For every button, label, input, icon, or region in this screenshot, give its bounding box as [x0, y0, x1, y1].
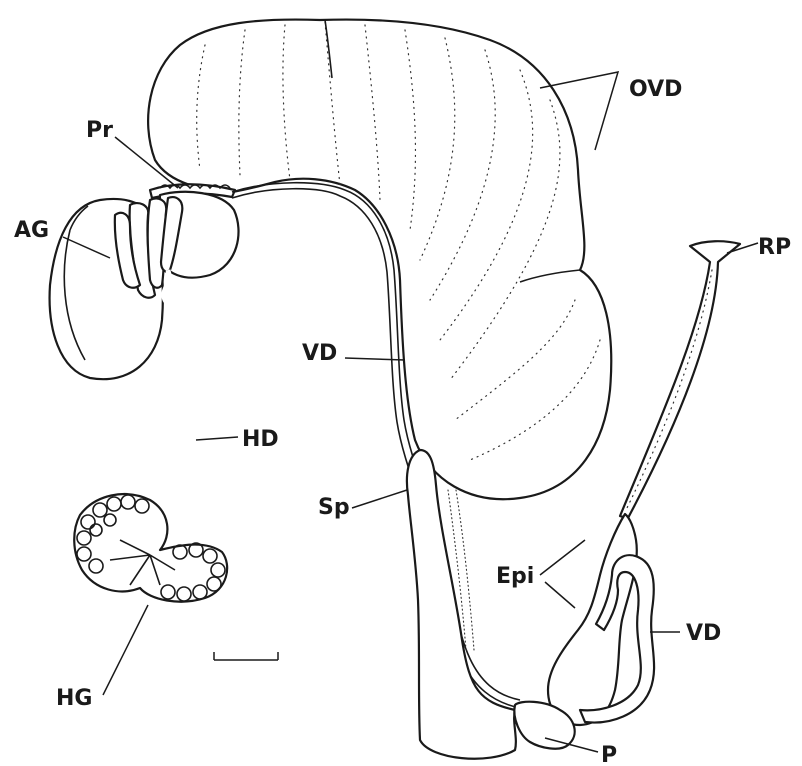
label-vd-lower: VD — [686, 621, 721, 646]
label-sp: Sp — [318, 495, 350, 520]
albumen-gland — [50, 192, 239, 379]
label-hd: HD — [242, 427, 279, 452]
label-epi: Epi — [496, 564, 534, 589]
label-vd-upper: VD — [302, 341, 337, 366]
label-hg: HG — [56, 686, 92, 711]
scale-bar — [214, 652, 278, 660]
hermaphrodite-gland — [74, 494, 227, 602]
label-p: P — [601, 743, 617, 766]
label-ag: AG — [14, 218, 49, 243]
label-pr: Pr — [86, 118, 113, 143]
label-rp: RP — [758, 235, 791, 260]
label-ovd: OVD — [629, 77, 682, 102]
